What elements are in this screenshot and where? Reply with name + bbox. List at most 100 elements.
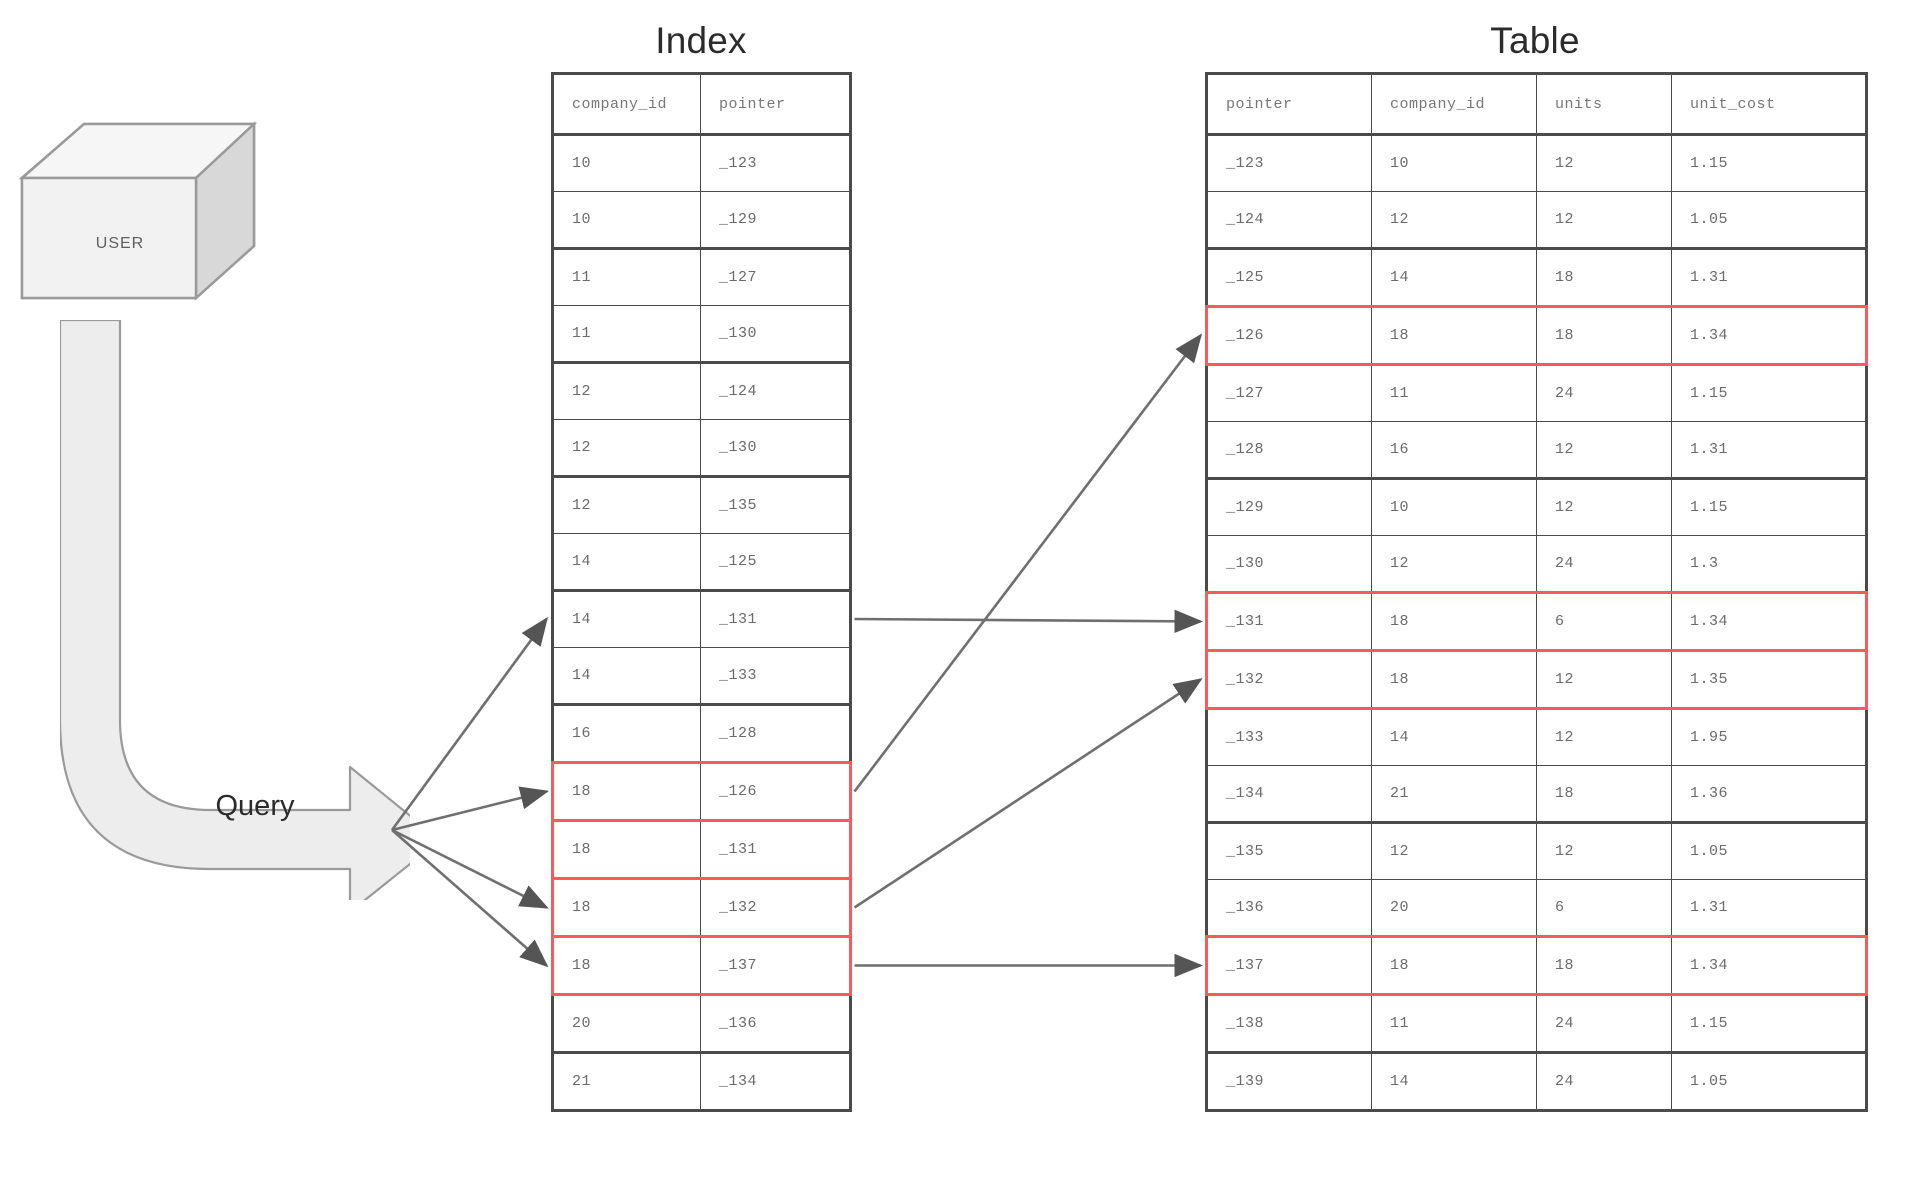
index-row[interactable]: 10_123: [552, 133, 851, 192]
table-cell-pointer: _129: [1206, 477, 1372, 536]
index-row[interactable]: 14_125: [552, 533, 851, 591]
table-cell-company_id: 18: [1371, 649, 1537, 710]
index-row[interactable]: 12_135: [552, 475, 851, 534]
table-cell-units: 24: [1536, 535, 1672, 593]
index-column-header: company_id: [552, 73, 701, 136]
table-cell-unit_cost: 1.15: [1671, 363, 1867, 422]
table-cell-unit_cost: 1.31: [1671, 247, 1867, 307]
index-row[interactable]: 18_126: [551, 761, 852, 822]
index-cell-company_id: 18: [551, 877, 701, 938]
index-row[interactable]: 18_137: [551, 935, 852, 996]
connector-arrow: [854, 609, 1204, 634]
table-cell-company_id: 14: [1371, 247, 1537, 307]
table-cell-unit_cost: 1.34: [1671, 305, 1868, 366]
table-cell-pointer: _127: [1206, 363, 1372, 422]
connector-arrow: [853, 333, 1203, 793]
index-cell-company_id: 10: [552, 133, 701, 192]
table-column-header: units: [1536, 73, 1672, 136]
table-cell-unit_cost: 1.36: [1671, 765, 1867, 823]
table-cell-units: 12: [1536, 191, 1672, 249]
table-cell-pointer: _134: [1206, 765, 1372, 823]
index-cell-company_id: 18: [551, 935, 701, 996]
table-column-header: pointer: [1206, 73, 1372, 136]
index-row[interactable]: 14_131: [552, 589, 851, 648]
index-cell-company_id: 11: [552, 247, 701, 306]
table-cell-company_id: 12: [1371, 821, 1537, 880]
table-cell-pointer: _136: [1206, 879, 1372, 937]
index-cell-company_id: 11: [552, 305, 701, 363]
index-cell-pointer: _131: [700, 819, 852, 880]
table-cell-pointer: _130: [1206, 535, 1372, 593]
table-cell-pointer: _138: [1206, 994, 1372, 1053]
table-cell-company_id: 14: [1371, 1051, 1537, 1111]
index-cell-pointer: _124: [700, 361, 851, 420]
table-cell-company_id: 10: [1371, 133, 1537, 192]
table-cell-company_id: 20: [1371, 879, 1537, 937]
table-column-header: company_id: [1371, 73, 1537, 136]
table-cell-unit_cost: 1.15: [1671, 477, 1867, 536]
table-cell-pointer: _139: [1206, 1051, 1372, 1111]
index-row[interactable]: 12_130: [552, 419, 851, 477]
index-row[interactable]: 21_134: [552, 1051, 851, 1111]
index-cell-company_id: 16: [552, 703, 701, 763]
index-row[interactable]: 16_128: [552, 703, 851, 763]
index-row[interactable]: 11_127: [552, 247, 851, 306]
table-cell-units: 12: [1536, 821, 1672, 880]
table-cell-unit_cost: 1.34: [1671, 935, 1868, 996]
index-cell-pointer: _123: [700, 133, 851, 192]
table-cell-company_id: 10: [1371, 477, 1537, 536]
index-cell-pointer: _127: [700, 247, 851, 306]
index-cell-company_id: 12: [552, 361, 701, 420]
table-cell-unit_cost: 1.05: [1671, 821, 1867, 880]
connector-arrow: [853, 678, 1203, 909]
index-row[interactable]: 18_131: [551, 819, 852, 880]
index-row[interactable]: 12_124: [552, 361, 851, 420]
table-cell-pointer: _125: [1206, 247, 1372, 307]
table-cell-pointer: _132: [1205, 649, 1372, 710]
index-row[interactable]: 20_136: [552, 994, 851, 1053]
table-cell-unit_cost: 1.35: [1671, 649, 1868, 710]
table-cell-units: 24: [1536, 994, 1672, 1053]
table-cell-company_id: 12: [1371, 191, 1537, 249]
index-cell-pointer: _134: [700, 1051, 851, 1111]
index-row[interactable]: 14_133: [552, 647, 851, 705]
table-cell-unit_cost: 1.15: [1671, 133, 1867, 192]
index-cell-pointer: _133: [700, 647, 851, 705]
table-cell-pointer: _131: [1205, 591, 1372, 652]
connector-arrow: [391, 786, 550, 832]
table-cell-company_id: 18: [1371, 591, 1537, 652]
index-row[interactable]: 11_130: [552, 305, 851, 363]
index-cell-company_id: 12: [552, 419, 701, 477]
user-cube-icon: [18, 121, 258, 301]
index-cell-pointer: _132: [700, 877, 852, 938]
table-cell-company_id: 18: [1371, 935, 1537, 996]
table-cell-company_id: 11: [1371, 994, 1537, 1053]
index-cell-pointer: _135: [700, 475, 851, 534]
table-cell-units: 18: [1536, 765, 1672, 823]
index-cell-company_id: 14: [552, 647, 701, 705]
table-cell-units: 12: [1536, 649, 1672, 710]
index-cell-company_id: 20: [552, 994, 701, 1053]
connector-arrow: [391, 829, 549, 968]
index-row[interactable]: 18_132: [551, 877, 852, 938]
index-row[interactable]: 10_129: [552, 191, 851, 249]
